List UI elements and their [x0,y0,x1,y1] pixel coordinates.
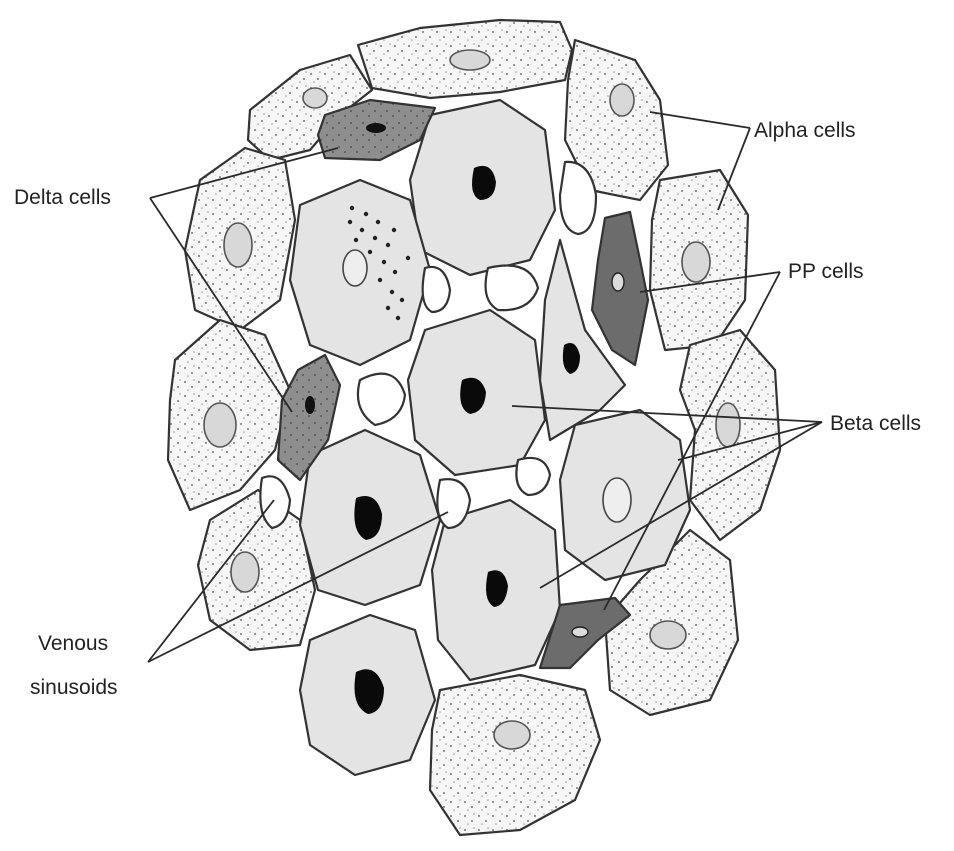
alpha-nucleus [231,552,259,592]
delta-nucleus [305,396,315,414]
beta-nucleus [603,478,631,522]
venous-sinusoid [423,267,450,312]
alpha-nucleus [204,403,236,447]
beta-nucleus [343,250,367,286]
label-venous: Venous [38,632,108,655]
label-beta-cells: Beta cells [830,412,921,435]
alpha-nucleus [303,88,327,108]
alpha-nucleus [650,621,686,649]
label-pp-cells: PP cells [788,260,863,283]
label-alpha-cells: Alpha cells [754,119,856,142]
alpha-nucleus [682,242,710,282]
pp-nucleus [612,273,624,291]
alpha-leader [650,112,750,128]
label-delta-cells: Delta cells [14,186,111,209]
venous-sinusoid [516,458,550,495]
alpha-nucleus [450,50,490,70]
venous-sinusoid [358,374,405,425]
pp-nucleus [572,627,588,637]
alpha-nucleus [494,721,530,749]
delta-nucleus [366,123,386,133]
label-sinusoids: sinusoids [30,676,118,699]
alpha-nucleus [716,403,740,447]
alpha-cell [430,675,600,835]
venous-sinusoid [486,266,538,311]
alpha-nucleus [610,84,634,116]
alpha-nucleus [224,223,252,267]
